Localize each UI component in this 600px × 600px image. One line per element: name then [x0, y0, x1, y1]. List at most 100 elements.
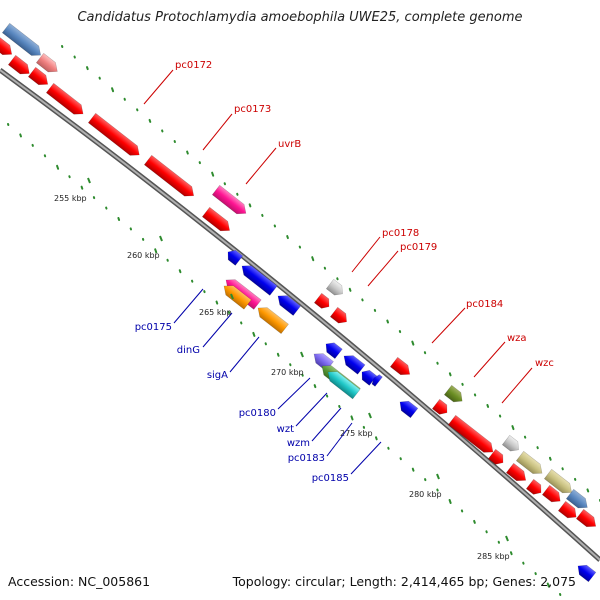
forward-gene-arrow: [543, 468, 572, 494]
gc-dot: [80, 185, 84, 190]
forward-gene-arrow: [27, 66, 49, 85]
gc-content-track: [7, 45, 600, 596]
gene-label-pc0180: pc0180: [239, 408, 276, 419]
forward-gene-arrow: [313, 292, 330, 309]
map-title: Candidatus Protochlamydia amoebophila UW…: [77, 10, 523, 25]
gc-dot: [215, 300, 219, 305]
forward-gene-arrow: [1, 22, 41, 56]
forward-gene-arrow: [541, 484, 561, 503]
genome-backbone: [0, 67, 600, 562]
accession-text: Accession: NC_005861: [8, 574, 151, 589]
gc-dot: [154, 248, 158, 254]
gc-dot: [313, 384, 317, 389]
gc-dot: [311, 256, 315, 262]
forward-gene-arrow: [35, 52, 58, 73]
forward-gene-arrow: [329, 306, 347, 324]
gc-dot: [509, 551, 513, 556]
gene-track: [0, 22, 597, 583]
forward-gene-arrow: [487, 448, 504, 465]
gene-label-pc0172: pc0172: [175, 60, 212, 71]
gc-dot: [386, 319, 390, 324]
gene-label-wzc: wzc: [535, 358, 554, 369]
forward-gene-arrow: [443, 384, 463, 403]
scale-tick: [87, 177, 91, 184]
gc-dot: [486, 403, 490, 408]
scale-label-265: 265 kbp: [199, 308, 232, 317]
gc-dot: [117, 217, 121, 221]
gc-dot: [276, 352, 280, 357]
forward-gene-arrow: [575, 508, 597, 527]
gene-label-pc0183: pc0183: [288, 453, 325, 464]
forward-gene-arrow: [325, 278, 343, 296]
reverse-gene-arrow: [371, 374, 383, 387]
gc-dot: [350, 415, 354, 421]
scale-label-260: 260 kbp: [127, 251, 160, 260]
gene-label-wzt: wzt: [277, 424, 294, 435]
reverse-gene-arrow: [223, 285, 252, 310]
reverse-gene-arrow: [343, 355, 366, 375]
gene-label-wzm: wzm: [287, 438, 310, 449]
topology-text: Topology: circular; Length: 2,414,465 bp…: [232, 574, 576, 589]
gene-label-pc0179: pc0179: [400, 242, 437, 253]
reverse-gene-arrow: [361, 370, 378, 386]
reverse-gene-arrow: [577, 564, 597, 583]
gene-label-pc0185: pc0185: [312, 473, 349, 484]
scale-label-285: 285 kbp: [477, 552, 510, 561]
gc-dot: [211, 171, 215, 177]
forward-gene-arrow: [557, 500, 577, 519]
scale-label-275: 275 kbp: [340, 429, 373, 438]
forward-gene-arrow: [515, 450, 543, 474]
scale-label-280: 280 kbp: [409, 490, 442, 499]
forward-gene-arrow: [211, 184, 247, 215]
gene-label-uvrB: uvrB: [278, 139, 301, 150]
scale-tick: [159, 235, 163, 242]
gene-label-pc0173: pc0173: [234, 104, 271, 115]
scale-tick: [368, 412, 372, 419]
reverse-gene-arrow: [327, 371, 361, 400]
reverse-gene-arrow: [325, 342, 343, 359]
forward-gene-arrow: [45, 82, 84, 115]
gene-label-wza: wza: [507, 333, 527, 344]
gc-dot: [186, 150, 189, 155]
gc-dot: [586, 488, 590, 493]
gene-label-pc0184: pc0184: [466, 299, 503, 310]
gc-dot: [248, 203, 252, 208]
gc-dot: [375, 436, 378, 441]
gc-dot: [86, 66, 89, 71]
gc-dot: [111, 87, 115, 93]
gc-dot: [252, 331, 256, 337]
gc-dot: [148, 118, 152, 123]
reverse-gene-arrow: [241, 265, 278, 296]
forward-gene-arrow: [431, 398, 448, 415]
forward-gene-arrow: [389, 356, 411, 375]
gene-label-pc0175: pc0175: [135, 322, 172, 333]
reverse-gene-arrow: [399, 400, 419, 419]
forward-gene-arrow: [0, 36, 13, 55]
gc-dot: [348, 287, 352, 292]
gc-dot: [19, 133, 22, 138]
gc-dot: [511, 425, 515, 431]
scale-tick: [230, 293, 234, 300]
reverse-gene-arrow: [277, 295, 301, 316]
gc-dot: [473, 519, 476, 524]
forward-gene-arrow: [565, 488, 588, 509]
gene-label-pc0178: pc0178: [382, 228, 419, 239]
label-leaders: [143, 69, 533, 475]
forward-gene-arrow: [143, 154, 195, 197]
gc-dot: [411, 467, 415, 472]
forward-gene-arrow: [525, 478, 542, 495]
scale-label-255: 255 kbp: [54, 194, 87, 203]
scale-tick: [436, 473, 440, 480]
reverse-gene-arrow: [257, 307, 289, 335]
scale-label-270: 270 kbp: [271, 368, 304, 377]
gc-dot: [448, 499, 452, 504]
gc-dot: [546, 582, 550, 588]
gc-dot: [56, 164, 60, 170]
forward-gene-arrow: [447, 414, 494, 453]
forward-gene-arrow: [201, 206, 230, 232]
scale-tick: [505, 535, 509, 542]
gc-dot: [286, 235, 289, 240]
forward-gene-arrow: [501, 434, 519, 452]
gc-dot: [548, 456, 552, 461]
